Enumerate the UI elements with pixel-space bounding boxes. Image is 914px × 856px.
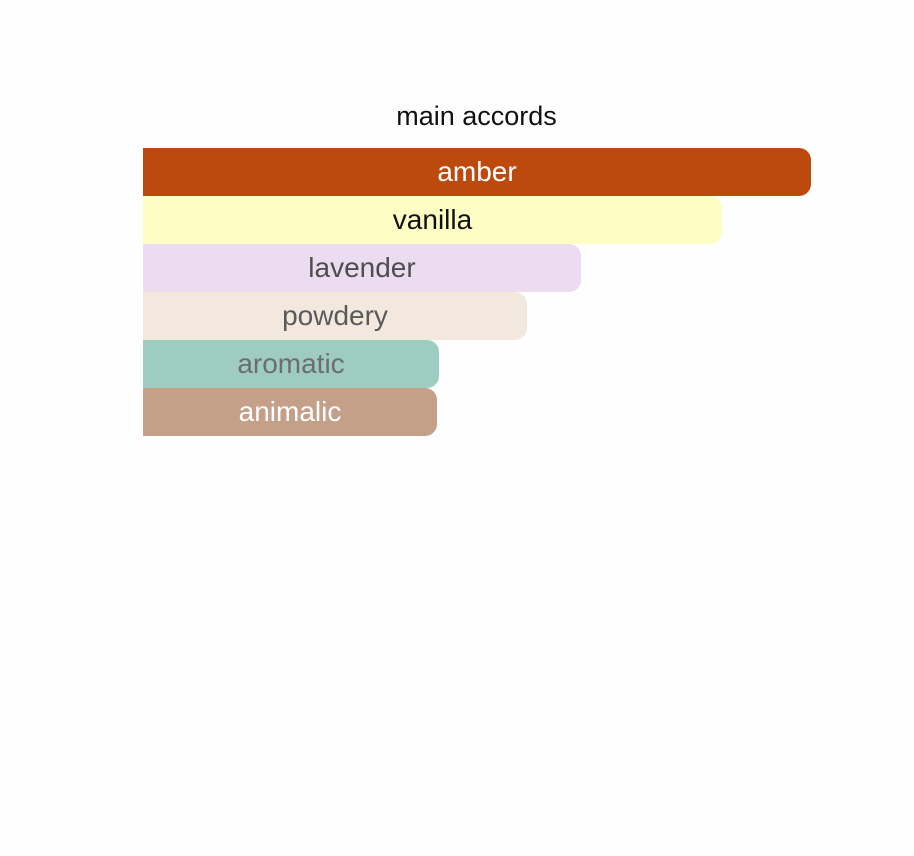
accord-label-lavender: lavender: [308, 252, 416, 283]
accord-bar-aromatic: aromatic: [143, 340, 439, 388]
accord-label-animalic: animalic: [238, 396, 342, 427]
accords-bar-chart: amber vanilla lavender powdery aromatic anima…: [143, 148, 811, 438]
accord-bar-animalic: animalic: [143, 388, 437, 436]
accord-bar-powdery: powdery: [143, 292, 527, 340]
accord-bar-vanilla: vanilla: [143, 196, 722, 244]
accord-label-aromatic: aromatic: [237, 348, 345, 379]
accord-label-powdery: powdery: [282, 300, 388, 331]
chart-title: main accords: [396, 101, 557, 131]
accord-bar-lavender: lavender: [143, 244, 581, 292]
accord-label-amber: amber: [437, 156, 517, 187]
accord-label-vanilla: vanilla: [392, 204, 473, 235]
accord-bar-amber: amber: [143, 148, 811, 196]
